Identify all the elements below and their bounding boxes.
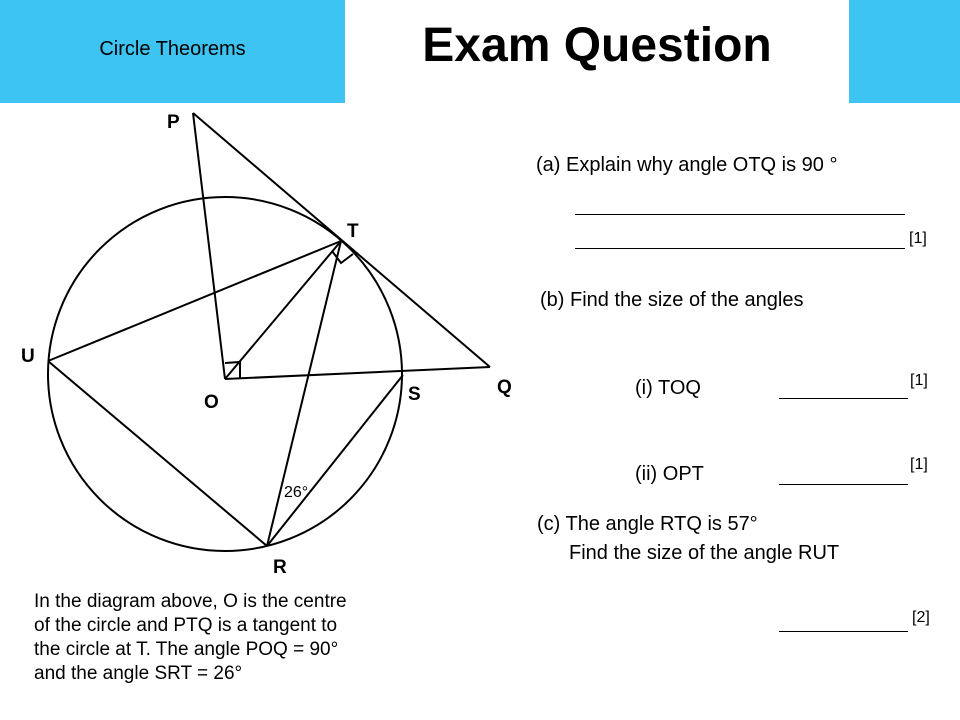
answer-line-c[interactable] (779, 631, 908, 632)
description-line-1: In the diagram above, O is the centre (34, 591, 347, 612)
answer-line-b-ii[interactable] (779, 484, 908, 485)
label-u: U (21, 346, 35, 367)
tangent-line-pq (192, 112, 491, 368)
right-angle-mark-t (331, 250, 354, 265)
page-title: Exam Question (422, 19, 772, 72)
diagram-description: In the diagram above, O is the centre of… (34, 590, 454, 686)
line-ot (224, 240, 342, 380)
line-po (192, 112, 226, 380)
circle (47, 196, 403, 552)
description-line-3: the circle at T. The angle POQ = 90° (34, 639, 339, 660)
label-s: S (408, 384, 421, 405)
label-r: R (273, 557, 287, 578)
answer-line-a1[interactable] (575, 214, 905, 215)
right-angle-mark-o (224, 360, 241, 378)
line-rs (266, 374, 404, 547)
answer-line-b-i[interactable] (779, 398, 908, 399)
header-accent-left (0, 0, 345, 103)
description-line-2: of the circle and PTQ is a tangent to (34, 615, 338, 636)
question-c-line1: (c) The angle RTQ is 57° (537, 513, 758, 535)
line-ur (47, 360, 268, 547)
header-accent-right (849, 0, 960, 103)
marks-b-ii: [1] (910, 456, 928, 473)
line-ut (47, 240, 342, 362)
topic-label: Circle Theorems (99, 38, 246, 60)
description-line-4: and the angle SRT = 26° (34, 663, 243, 684)
answer-line-a2[interactable] (575, 248, 905, 249)
question-b-text: (b) Find the size of the angles (540, 289, 804, 311)
question-b-i-text: (i) TOQ (635, 377, 701, 399)
marks-b-i: [1] (910, 372, 928, 389)
line-rt (266, 240, 342, 547)
line-oq (224, 366, 491, 380)
question-b-ii-text: (ii) OPT (635, 463, 704, 485)
label-t: T (347, 221, 359, 242)
marks-a: [1] (909, 230, 927, 247)
label-q: Q (497, 377, 512, 398)
question-a-text: (a) Explain why angle OTQ is 90 ° (536, 154, 838, 176)
label-p: P (167, 112, 180, 133)
label-o: O (204, 392, 219, 413)
angle-label-srt: 26° (284, 484, 308, 501)
question-c-line2: Find the size of the angle RUT (569, 542, 840, 564)
marks-c: [2] (912, 609, 930, 626)
